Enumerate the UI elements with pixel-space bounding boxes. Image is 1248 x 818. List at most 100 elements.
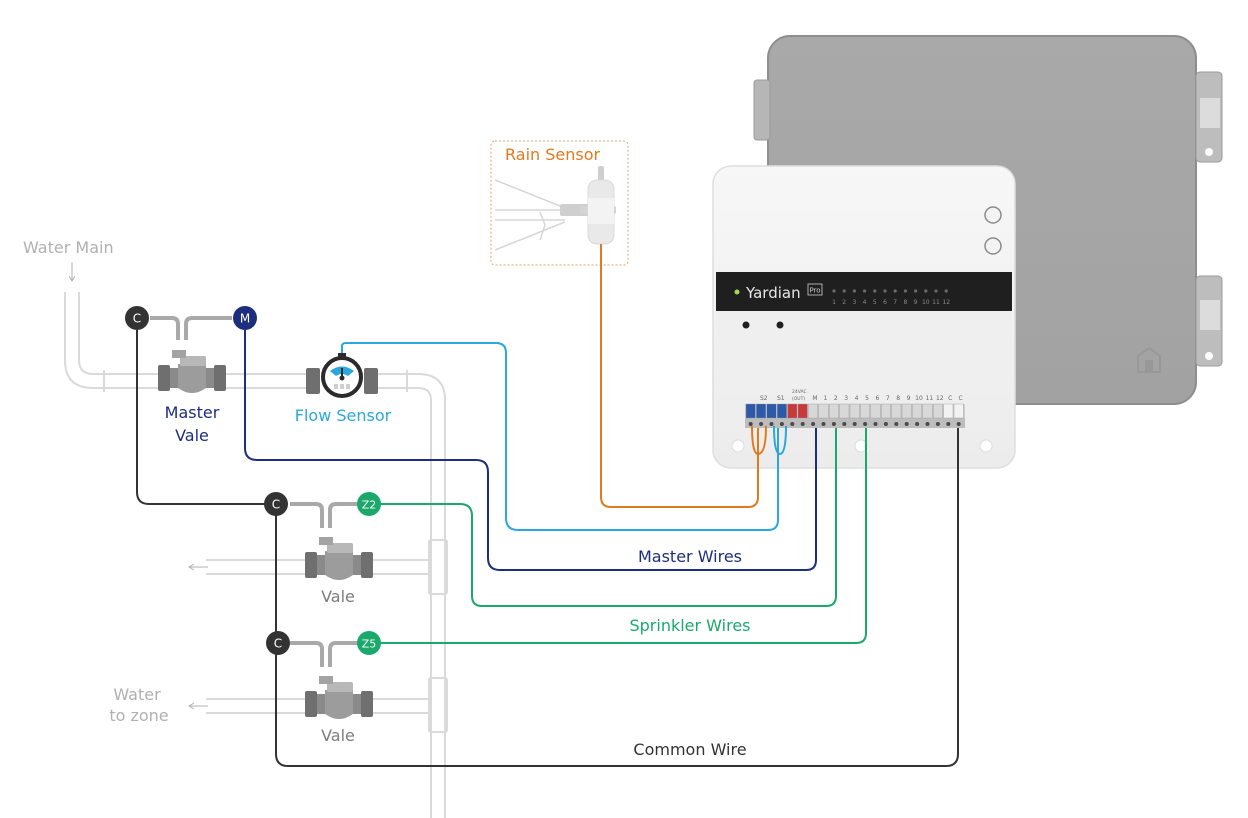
terminal-slot[interactable] bbox=[756, 403, 767, 419]
zone-led bbox=[842, 289, 846, 293]
badge-zone-z2: Z2 bbox=[357, 492, 381, 516]
label-master-valve-1: Master bbox=[165, 403, 220, 422]
terminal-slot[interactable] bbox=[745, 403, 756, 419]
svg-text:C: C bbox=[272, 498, 280, 512]
terminal-slot[interactable] bbox=[777, 403, 787, 419]
zone-led-number: 7 bbox=[893, 299, 897, 306]
controller-button-bottom[interactable] bbox=[984, 237, 1002, 255]
zone-led bbox=[863, 289, 867, 293]
terminal-slot[interactable] bbox=[808, 403, 819, 419]
terminal-screw bbox=[831, 422, 836, 426]
terminal-screw bbox=[852, 422, 857, 426]
zone-led-number: 10 bbox=[922, 299, 930, 306]
terminal-label: 11 bbox=[926, 395, 934, 402]
terminal-screw bbox=[935, 422, 940, 426]
sprinkler-wire-z5 bbox=[381, 428, 867, 644]
svg-text:(OUT): (OUT) bbox=[792, 396, 805, 402]
terminal-slot[interactable] bbox=[860, 403, 871, 419]
label-water-to-zone-1: Water bbox=[113, 685, 161, 704]
terminal-slot[interactable] bbox=[829, 403, 839, 419]
terminal-label: 7 bbox=[886, 395, 890, 402]
flow-sensor bbox=[306, 353, 378, 398]
zone-led bbox=[944, 289, 948, 293]
screw-left bbox=[742, 321, 750, 329]
terminal-screw bbox=[842, 422, 847, 426]
terminal-screw bbox=[800, 422, 805, 426]
svg-text:C: C bbox=[274, 637, 282, 651]
zone-led-number: 8 bbox=[903, 299, 907, 306]
rain-sensor-wire-loop bbox=[751, 425, 767, 456]
terminal-screw bbox=[748, 422, 753, 426]
mount-hole-left bbox=[731, 439, 745, 453]
screw-right bbox=[776, 321, 784, 329]
terminal-label: C bbox=[958, 395, 962, 402]
zone-valve-z5 bbox=[305, 676, 373, 719]
terminal-slot[interactable] bbox=[912, 403, 923, 419]
terminal-slot[interactable] bbox=[943, 403, 954, 419]
terminal-slot[interactable] bbox=[933, 403, 943, 419]
model-badge: Pro bbox=[809, 287, 820, 295]
rain-sensor-wire bbox=[600, 244, 759, 508]
terminal-screw bbox=[769, 422, 774, 426]
terminal-screw bbox=[779, 422, 784, 426]
terminal-label: 9 bbox=[907, 395, 911, 402]
terminal-label: 12 bbox=[936, 395, 944, 402]
zone-led-number: 11 bbox=[932, 299, 940, 306]
hinge-bottom bbox=[1195, 275, 1223, 367]
wires bbox=[136, 244, 959, 767]
label-zone-valve-2: Vale bbox=[321, 726, 355, 745]
svg-text:S2: S2 bbox=[760, 395, 768, 402]
rain-sensor bbox=[490, 140, 629, 266]
terminal-label: 8 bbox=[896, 395, 900, 402]
label-common-wire: Common Wire bbox=[633, 740, 746, 759]
svg-text:M: M bbox=[240, 312, 250, 326]
terminal-screw bbox=[883, 422, 888, 426]
zone-led-number: 12 bbox=[942, 299, 950, 306]
terminal-screw bbox=[863, 422, 868, 426]
zone-led-number: 6 bbox=[883, 299, 887, 306]
master-wire bbox=[244, 330, 817, 571]
water-pipes bbox=[64, 292, 448, 818]
terminal-screw bbox=[811, 422, 816, 426]
terminal-label: 3 bbox=[844, 395, 848, 402]
label-master-valve-2: Vale bbox=[175, 426, 209, 445]
terminal-slot[interactable] bbox=[766, 403, 777, 419]
terminal-screw bbox=[790, 422, 795, 426]
terminal-slot[interactable] bbox=[922, 403, 933, 419]
zone-led bbox=[832, 289, 836, 293]
terminal-label: 6 bbox=[875, 395, 879, 402]
label-zone-valve-1: Vale bbox=[321, 587, 355, 606]
flow-arrows bbox=[68, 262, 208, 710]
terminal-slot[interactable] bbox=[818, 403, 829, 419]
terminal-screw bbox=[894, 422, 899, 426]
labels: Water Main Rain Sensor Master Vale Flow … bbox=[23, 145, 751, 759]
label-water-main: Water Main bbox=[23, 238, 114, 257]
terminal-slot[interactable] bbox=[891, 403, 902, 419]
common-wire-main bbox=[275, 428, 959, 767]
terminal-block bbox=[745, 403, 965, 428]
terminal-label: 4 bbox=[855, 395, 859, 402]
terminal-slot[interactable] bbox=[953, 403, 964, 419]
terminal-screw bbox=[821, 422, 826, 426]
terminal-slot[interactable] bbox=[839, 403, 850, 419]
brand-name: Yardian bbox=[745, 284, 801, 302]
master-valve bbox=[158, 350, 226, 393]
badge-zone-z5: Z5 bbox=[357, 631, 381, 655]
terminal-slot[interactable] bbox=[870, 403, 881, 419]
terminal-slot[interactable] bbox=[787, 403, 798, 419]
zone-led-number: 9 bbox=[914, 299, 918, 306]
terminal-slot[interactable] bbox=[881, 403, 891, 419]
controller-button-top[interactable] bbox=[984, 206, 1002, 224]
svg-text:S1: S1 bbox=[777, 395, 785, 402]
terminal-slot[interactable] bbox=[849, 403, 860, 419]
terminal-label: M bbox=[812, 395, 817, 402]
terminal-label: 10 bbox=[915, 395, 923, 402]
terminal-slot[interactable] bbox=[797, 403, 808, 419]
zone-led bbox=[883, 289, 887, 293]
terminal-screw bbox=[956, 422, 961, 426]
terminal-slot[interactable] bbox=[901, 403, 912, 419]
